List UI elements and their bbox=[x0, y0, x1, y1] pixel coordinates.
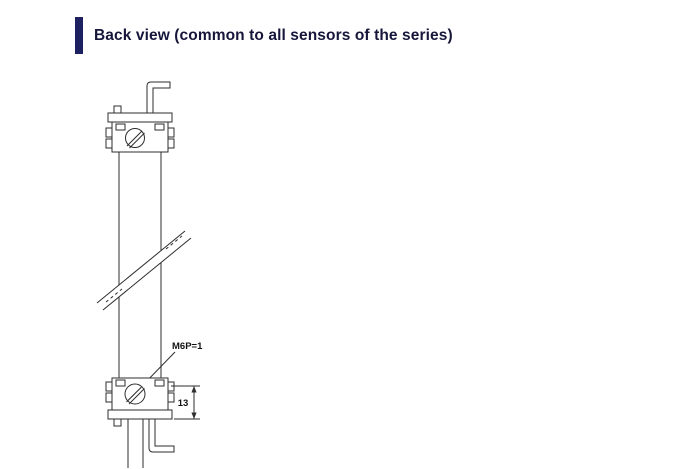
bottom-cap-detail-left bbox=[115, 379, 126, 387]
top-plate bbox=[107, 112, 173, 123]
title-accent-bar bbox=[75, 17, 83, 54]
bottom-plate bbox=[107, 409, 173, 420]
section-title: Back view (common to all sensors of the … bbox=[94, 26, 453, 44]
top-screw-slot-line-2 bbox=[129, 132, 145, 149]
cap-side-tab-top-right-1 bbox=[167, 127, 175, 138]
dimension-arrow-up bbox=[191, 386, 197, 393]
top-mounting-bracket bbox=[146, 81, 171, 116]
bottom-screw-slot-line-2 bbox=[128, 388, 145, 405]
bottom-cap-detail-right bbox=[154, 379, 165, 387]
top-pin-left bbox=[113, 105, 122, 114]
break-line-upper bbox=[96, 230, 186, 304]
dimension-arrow-down bbox=[191, 412, 197, 419]
bottom-pin-left bbox=[113, 418, 122, 427]
cap-side-tab-top-right-2 bbox=[167, 138, 175, 149]
thread-label: M6P=1 bbox=[172, 341, 203, 352]
top-cap-detail-left bbox=[115, 123, 126, 131]
dimension-label: 13 bbox=[178, 398, 189, 409]
bottom-screw-slot-line-1 bbox=[126, 386, 143, 403]
cap-side-tab-bottom-right-2 bbox=[167, 392, 175, 403]
break-line-lower bbox=[102, 237, 192, 311]
top-cap-detail-right bbox=[154, 123, 165, 131]
cap-side-tab-top-left-2 bbox=[105, 138, 113, 149]
cap-side-tab-bottom-left-2 bbox=[105, 392, 113, 403]
top-screw-slot-line-1 bbox=[126, 130, 143, 147]
bottom-mounting-bracket bbox=[148, 418, 175, 453]
cap-side-tab-bottom-left-1 bbox=[105, 381, 113, 392]
cap-side-tab-top-left-1 bbox=[105, 127, 113, 138]
section-header: Back view (common to all sensors of the … bbox=[75, 17, 453, 54]
